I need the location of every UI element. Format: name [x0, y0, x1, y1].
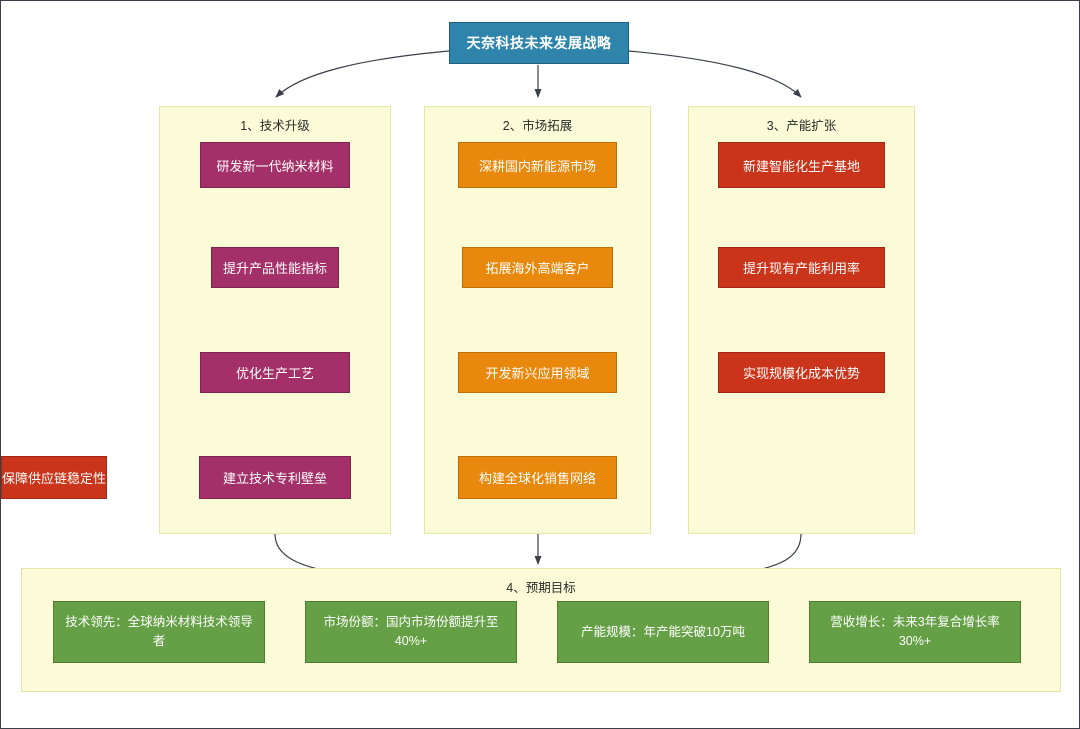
- step-market-4[interactable]: 构建全球化销售网络: [458, 456, 617, 499]
- step-tech-4[interactable]: 建立技术专利壁垒: [199, 456, 351, 499]
- step-capacity-1[interactable]: 新建智能化生产基地: [718, 142, 885, 188]
- goal-capacity-scale[interactable]: 产能规模：年产能突破10万吨: [557, 601, 769, 663]
- step-tech-3[interactable]: 优化生产工艺: [200, 352, 350, 393]
- step-capacity-3[interactable]: 实现规模化成本优势: [718, 352, 885, 393]
- step-tech-2[interactable]: 提升产品性能指标: [211, 247, 339, 288]
- step-market-2[interactable]: 拓展海外高端客户: [462, 247, 613, 288]
- group-title-market-expansion: 2、市场拓展: [502, 119, 573, 133]
- step-market-3[interactable]: 开发新兴应用领域: [458, 352, 617, 393]
- step-market-1[interactable]: 深耕国内新能源市场: [458, 142, 617, 188]
- goal-technology-leadership[interactable]: 技术领先：全球纳米材料技术领导者: [53, 601, 265, 663]
- root-strategy-node[interactable]: 天奈科技未来发展战略: [449, 22, 629, 64]
- group-title-technology-upgrade: 1、技术升级: [240, 119, 310, 133]
- goal-market-share[interactable]: 市场份额：国内市场份额提升至40%+: [305, 601, 517, 663]
- step-capacity-2[interactable]: 提升现有产能利用率: [718, 247, 885, 288]
- goal-revenue-growth[interactable]: 营收增长：未来3年复合增长率30%+: [809, 601, 1021, 663]
- connector-root-to-group1: [275, 50, 450, 98]
- step-capacity-4[interactable]: 保障供应链稳定性: [1, 456, 108, 499]
- group-title-expected-goals: 4、预期目标: [506, 581, 576, 595]
- connector-root-to-group3: [628, 50, 802, 98]
- step-tech-1[interactable]: 研发新一代纳米材料: [200, 142, 350, 188]
- group-title-capacity-expansion: 3、产能扩张: [766, 119, 837, 133]
